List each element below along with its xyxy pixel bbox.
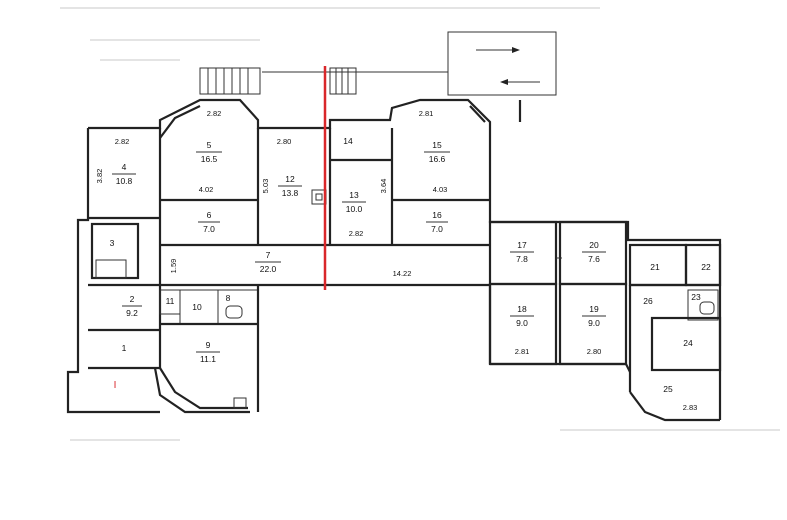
room-number: 24 — [683, 338, 693, 348]
dimension-label: 2.82 — [115, 137, 130, 146]
dimension-labels: 2.82 2.82 3.82 4.02 2.80 5.03 3.64 2.81 … — [95, 109, 697, 412]
room-number: 16 — [432, 210, 442, 220]
dimension-label: 4.03 — [433, 185, 448, 194]
room-area: 7.6 — [588, 254, 600, 264]
room-3-label: 3 — [110, 238, 115, 248]
room-labels: 1 2 9.2 3 4 10.8 5 16.5 6 7.0 7 22.0 — [110, 136, 711, 394]
room-area: 9.0 — [516, 318, 528, 328]
room-area: 7.8 — [516, 254, 528, 264]
dimension-label: 2.82 — [207, 109, 222, 118]
dimension-label: 5.03 — [261, 179, 270, 194]
room-area: 16.6 — [429, 154, 446, 164]
room-8-label: 8 — [226, 293, 231, 303]
room-area: 10.0 — [346, 204, 363, 214]
room-number: 3 — [110, 238, 115, 248]
room-7-label: 7 22.0 — [255, 250, 281, 274]
room-number: 7 — [266, 250, 271, 260]
room-11-label: 11 — [166, 296, 175, 306]
entrance-arrow-box — [447, 31, 557, 96]
room-25-label: 25 — [663, 384, 673, 394]
room-number: 12 — [285, 174, 295, 184]
room-12-label: 12 13.8 — [278, 174, 302, 198]
room-number: 17 — [517, 240, 527, 250]
room-area: 9.2 — [126, 308, 138, 318]
room-area: 16.5 — [201, 154, 218, 164]
room-14-label: 14 — [343, 136, 353, 146]
room-number: 8 — [226, 293, 231, 303]
room-10-label: 10 — [192, 302, 202, 312]
background-scan-lines — [60, 7, 780, 441]
dimension-label: 2.83 — [683, 403, 698, 412]
walls — [66, 98, 722, 422]
room-23-label: 23 — [691, 292, 701, 302]
dimension-label: 14.22 — [393, 269, 412, 278]
dimension-label: 2.80 — [277, 137, 292, 146]
room-13-label: 13 10.0 — [342, 190, 366, 214]
dimension-label: 4.02 — [199, 185, 214, 194]
room-number: 20 — [589, 240, 599, 250]
room-2-label: 2 9.2 — [122, 294, 142, 318]
room-number: 19 — [589, 304, 599, 314]
room-area: 13.8 — [282, 188, 299, 198]
room-1-label: 1 — [122, 343, 127, 353]
room-number: 18 — [517, 304, 527, 314]
room-5-label: 5 16.5 — [196, 140, 222, 164]
room-6-label: 6 7.0 — [198, 210, 220, 234]
dimension-label: 2.80 — [587, 347, 602, 356]
room-number: 22 — [701, 262, 711, 272]
dimension-label: 2.81 — [419, 109, 434, 118]
room-16-label: 16 7.0 — [426, 210, 448, 234]
room-24-label: 24 — [683, 338, 693, 348]
room-20-label: 20 7.6 — [582, 240, 606, 264]
stairs — [199, 67, 448, 95]
room-number: 25 — [663, 384, 673, 394]
room-number: 5 — [207, 140, 212, 150]
room-number: 2 — [130, 294, 135, 304]
room-number: 9 — [206, 340, 211, 350]
dimension-label: 2.82 — [349, 229, 364, 238]
dimension-label: 1.59 — [169, 259, 178, 274]
room-26-label: 26 — [643, 296, 653, 306]
room-area: 10.8 — [116, 176, 133, 186]
room-number: 6 — [207, 210, 212, 220]
room-15-label: 15 16.6 — [424, 140, 450, 164]
room-17-label: 17 7.8 — [510, 240, 534, 264]
room-21-label: 21 — [650, 262, 660, 272]
room-area: 11.1 — [200, 354, 216, 364]
fixtures — [95, 189, 715, 409]
room-number: 14 — [343, 136, 353, 146]
room-18-label: 18 9.0 — [510, 304, 534, 328]
marker-label: I — [114, 380, 117, 391]
dimension-label: 3.82 — [95, 169, 104, 184]
room-number: 1 — [122, 343, 127, 353]
room-number: 21 — [650, 262, 660, 272]
room-number: 13 — [349, 190, 359, 200]
room-number: 23 — [691, 292, 701, 302]
room-number: 26 — [643, 296, 653, 306]
dimension-label: 2.81 — [515, 347, 530, 356]
room-area: 7.0 — [203, 224, 215, 234]
room-4-label: 4 10.8 — [112, 162, 136, 186]
room-22-label: 22 — [701, 262, 711, 272]
room-number: 11 — [166, 296, 175, 306]
room-19-label: 19 9.0 — [582, 304, 606, 328]
dimension-label: 3.64 — [379, 179, 388, 194]
room-number: 15 — [432, 140, 442, 150]
room-9-label: 9 11.1 — [196, 340, 220, 364]
room-area: 7.0 — [431, 224, 443, 234]
room-area: 22.0 — [260, 264, 277, 274]
room-area: 9.0 — [588, 318, 600, 328]
room-number: 10 — [192, 302, 202, 312]
room-number: 4 — [122, 162, 127, 172]
